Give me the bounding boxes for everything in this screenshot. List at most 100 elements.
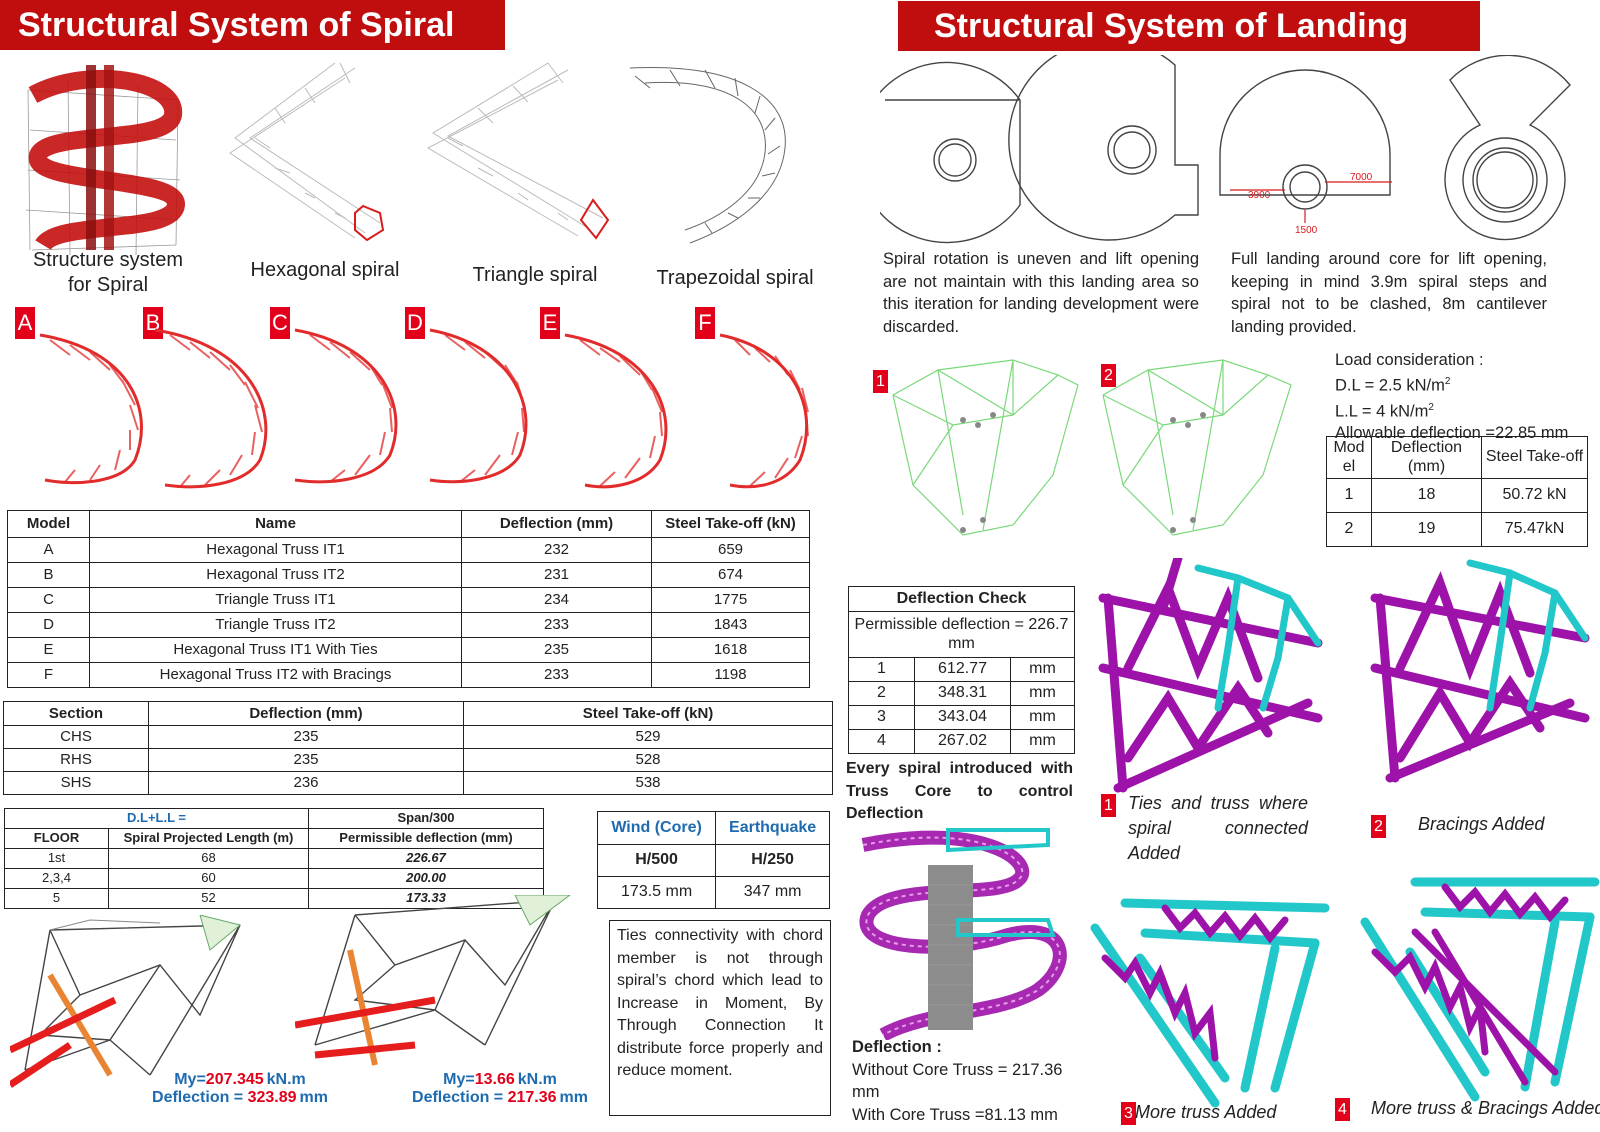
cell: 75.47kN bbox=[1481, 512, 1588, 547]
label: Deflection = bbox=[152, 1089, 248, 1106]
col-floor: FLOOR bbox=[4, 828, 109, 849]
cell: 1198 bbox=[651, 662, 810, 688]
cell: 233 bbox=[461, 662, 652, 688]
floor-deflection-table: D.L+L.L = Span/300 FLOOR Spiral Projecte… bbox=[4, 808, 544, 909]
cell: 674 bbox=[651, 562, 810, 588]
cell: 19 bbox=[1371, 512, 1482, 547]
truss-render-4 bbox=[1360, 877, 1600, 1102]
load-dl: D.L = 2.5 kN/m bbox=[1335, 376, 1445, 395]
variant-tag-d: D bbox=[405, 307, 425, 339]
col-name: Name bbox=[89, 510, 462, 538]
load-ll: L.L = 4 kN/m bbox=[1335, 402, 1429, 420]
floor-header-span: Span/300 bbox=[308, 808, 544, 829]
cell: 343.04 bbox=[914, 705, 1011, 730]
cell: mm bbox=[1010, 657, 1075, 682]
caption-triangle: Triangle spiral bbox=[472, 264, 598, 286]
cell: 659 bbox=[651, 537, 810, 563]
variant-tag-a: A bbox=[15, 307, 35, 339]
unit: mm bbox=[559, 1089, 588, 1106]
unit: kN.m bbox=[517, 1071, 557, 1088]
col-section: Section bbox=[3, 701, 149, 726]
deflection-check-permissible: Permissible deflection = 226.7 mm bbox=[848, 611, 1075, 658]
cell: Hexagonal Truss IT1 With Ties bbox=[89, 637, 462, 663]
variant-tag-f: F bbox=[695, 307, 715, 339]
ratio-wind: H/500 bbox=[596, 844, 717, 877]
spiral-title-banner: Structural System of Spiral bbox=[0, 0, 505, 50]
unit: mm bbox=[299, 1089, 328, 1106]
col-earthquake: Earthquake bbox=[715, 811, 830, 845]
arc-d bbox=[429, 328, 528, 484]
cell: 5 bbox=[4, 888, 109, 909]
caption-hexagonal: Hexagonal spiral bbox=[250, 259, 400, 281]
truss-caption-1: Ties and truss where spiral connected Ad… bbox=[1128, 793, 1308, 863]
cell: 68 bbox=[108, 848, 309, 869]
cell: 50.72 kN bbox=[1481, 478, 1588, 513]
truss-tag-3: 3 bbox=[1121, 1102, 1136, 1125]
caption-trapezoidal: Trapezoidal spiral bbox=[656, 267, 814, 289]
col-steel: Steel Take-off (kN) bbox=[463, 701, 833, 726]
label: My= bbox=[174, 1071, 206, 1088]
col-permissible: Permissible deflection (mm) bbox=[308, 828, 544, 849]
arc-b bbox=[154, 328, 268, 489]
load-ll-sup: 2 bbox=[1428, 401, 1434, 413]
cell: 529 bbox=[463, 725, 833, 749]
cell: 226.67 bbox=[308, 848, 544, 869]
variant-tag-c: C bbox=[270, 307, 290, 339]
cell: A bbox=[7, 537, 90, 563]
cell: E bbox=[7, 637, 90, 663]
cell: mm bbox=[1010, 681, 1075, 706]
col-deflection: Deflection (mm) bbox=[148, 701, 464, 726]
load-dl-sup: 2 bbox=[1444, 376, 1451, 387]
cell: 60 bbox=[108, 868, 309, 889]
value: 207.345 bbox=[205, 1071, 264, 1088]
cell: 2 bbox=[848, 681, 915, 706]
moment-diagram-after bbox=[295, 895, 571, 1066]
landing-plan-3 bbox=[1219, 69, 1391, 196]
cell: 2 bbox=[1326, 512, 1372, 547]
col-model: Model bbox=[7, 510, 90, 538]
truss-render-2 bbox=[1370, 559, 1590, 783]
cell: 612.77 bbox=[914, 657, 1011, 682]
cell: 3 bbox=[848, 705, 915, 730]
trapezoidal-spiral-drawing bbox=[629, 67, 786, 244]
landing-note-discarded: Spiral rotation is uneven and lift openi… bbox=[883, 250, 1199, 336]
variant-tag-e: E bbox=[540, 307, 560, 339]
cell: 348.31 bbox=[914, 681, 1011, 706]
truss-render-3 bbox=[1090, 898, 1330, 1108]
cell: Triangle Truss IT2 bbox=[89, 612, 462, 638]
model-comparison-table: Model Name Deflection (mm) Steel Take-of… bbox=[7, 510, 810, 688]
floor-header-load: D.L+L.L = bbox=[4, 808, 309, 829]
landing-model-tag-2: 2 bbox=[1101, 364, 1116, 387]
col-wind: Wind (Core) bbox=[596, 811, 717, 845]
wind-earthquake-table: Wind (Core) Earthquake H/500 H/250 173.5… bbox=[596, 811, 830, 909]
col-model: Mod el bbox=[1326, 436, 1372, 479]
cell: CHS bbox=[3, 725, 149, 749]
cell: B bbox=[7, 562, 90, 588]
cell: 1 bbox=[1326, 478, 1372, 513]
landing-note-provided: Full landing around core for lift openin… bbox=[1231, 250, 1547, 336]
landing-plan-drawings: 3900 7000 1500 bbox=[880, 55, 1571, 244]
cell: 1775 bbox=[651, 587, 810, 613]
cell: 1st bbox=[4, 848, 109, 869]
cell: 235 bbox=[148, 725, 464, 749]
load-title: Load consideration : bbox=[1335, 351, 1484, 369]
cell: 200.00 bbox=[308, 868, 544, 889]
arc-a bbox=[39, 333, 143, 485]
truss-caption-2: Bracings Added bbox=[1418, 814, 1545, 834]
cell: 236 bbox=[148, 771, 464, 795]
hexagonal-spiral-drawing bbox=[229, 62, 385, 242]
cell: 231 bbox=[461, 562, 652, 588]
col-deflection: Deflection (mm) bbox=[461, 510, 652, 538]
cell: SHS bbox=[3, 771, 149, 795]
